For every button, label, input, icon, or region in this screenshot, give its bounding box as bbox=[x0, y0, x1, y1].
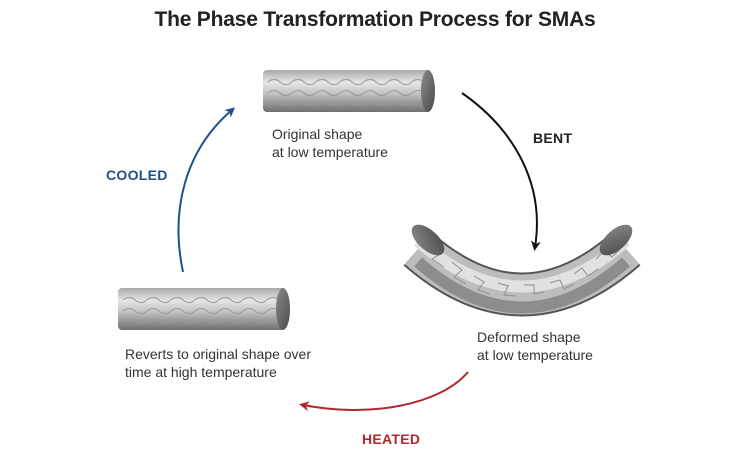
cooled-arrow bbox=[177, 107, 236, 273]
diagram-title: The Phase Transformation Process for SMA… bbox=[154, 8, 596, 31]
caption-deformed-line-1: Deformed shape bbox=[477, 329, 581, 345]
reverted-shape-rod bbox=[118, 288, 290, 330]
caption-deformed-line-2: at low temperature bbox=[477, 347, 593, 363]
caption-original-line-2: at low temperature bbox=[272, 144, 388, 160]
deformed-shape-rod bbox=[403, 224, 641, 317]
bent-arrow bbox=[461, 92, 541, 251]
step-label-heated: HEATED bbox=[362, 431, 421, 447]
caption-original-line-1: Original shape bbox=[272, 126, 363, 142]
caption-reverts-line-1: Reverts to original shape over bbox=[125, 346, 311, 362]
heated-arrow bbox=[299, 371, 469, 412]
caption-original-shape: Original shape at low temperature bbox=[272, 125, 432, 161]
caption-reverts-shape: Reverts to original shape over time at h… bbox=[125, 345, 365, 381]
original-shape-rod bbox=[263, 70, 435, 112]
step-label-cooled: COOLED bbox=[106, 167, 168, 183]
caption-reverts-line-2: time at high temperature bbox=[125, 364, 277, 380]
step-label-bent: BENT bbox=[533, 130, 573, 146]
caption-deformed-shape: Deformed shape at low temperature bbox=[477, 328, 657, 364]
